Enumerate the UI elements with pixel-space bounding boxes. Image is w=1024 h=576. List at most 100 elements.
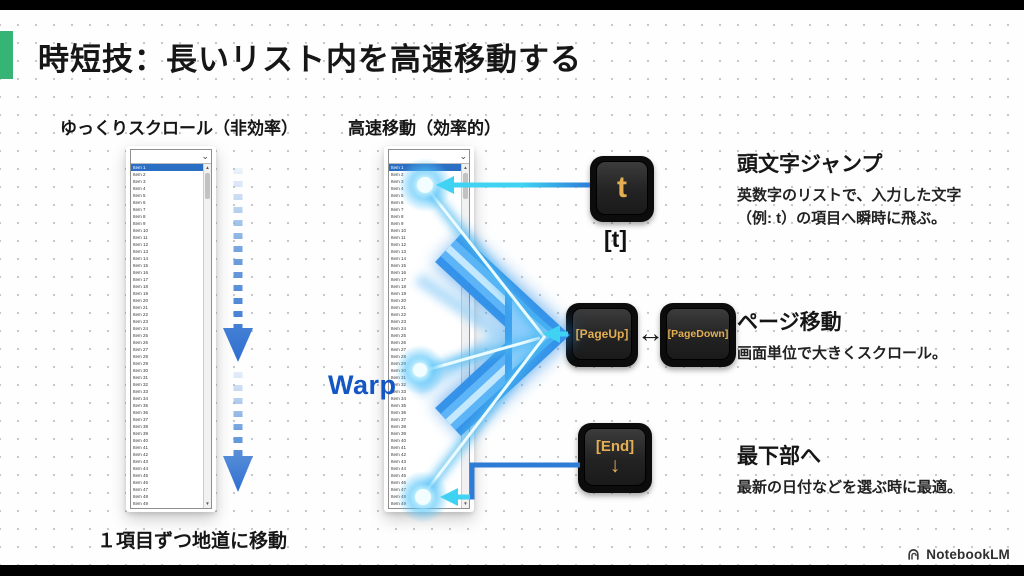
list-item[interactable]: Item 45 <box>133 473 149 478</box>
list-item[interactable]: Item 35 <box>133 403 149 408</box>
list-item[interactable]: Item 12 <box>391 242 407 247</box>
list-item[interactable]: Item 35 <box>391 403 407 408</box>
list-item[interactable]: Item 42 <box>133 452 149 457</box>
list-item[interactable]: Item 49 <box>133 501 149 506</box>
list-item[interactable]: Item 47 <box>391 487 407 492</box>
list-item[interactable]: Item 36 <box>133 410 149 415</box>
list-item[interactable]: Item 31 <box>391 375 407 380</box>
list-item[interactable]: Item 34 <box>391 396 407 401</box>
list-item[interactable]: Item 5 <box>391 193 404 198</box>
list-item[interactable]: Item 32 <box>391 382 407 387</box>
list-item[interactable]: Item 11 <box>391 235 406 240</box>
list-item[interactable]: Item 20 <box>391 298 407 303</box>
list-item[interactable]: Item 41 <box>391 445 407 450</box>
scrollbar-thumb[interactable] <box>205 173 210 199</box>
list-item[interactable]: Item 12 <box>133 242 149 247</box>
list-item[interactable]: Item 7 <box>133 207 146 212</box>
list-item[interactable]: Item 13 <box>391 249 407 254</box>
list-item[interactable]: Item 30 <box>133 368 149 373</box>
list-item[interactable]: Item 4 <box>391 186 404 191</box>
list-item[interactable]: Item 18 <box>133 284 149 289</box>
list-item[interactable]: Item 28 <box>391 354 407 359</box>
list-item[interactable]: Item 46 <box>391 480 407 485</box>
scroll-down-icon[interactable]: ▼ <box>463 501 468 506</box>
list-item[interactable]: Item 46 <box>133 480 149 485</box>
list-item[interactable]: Item 24 <box>391 326 407 331</box>
list-item[interactable]: Item 43 <box>391 459 407 464</box>
list-item[interactable]: Item 28 <box>133 354 149 359</box>
list-item[interactable]: Item 24 <box>133 326 149 331</box>
list-item[interactable]: Item 6 <box>391 200 404 205</box>
list-item[interactable]: Item 36 <box>391 410 407 415</box>
list-item[interactable]: Item 9 <box>391 221 404 226</box>
list-item[interactable]: Item 8 <box>391 214 404 219</box>
list-item[interactable]: Item 11 <box>133 235 148 240</box>
list-item[interactable]: Item 14 <box>391 256 407 261</box>
list-item[interactable]: Item 22 <box>391 312 407 317</box>
list-item[interactable]: Item 41 <box>133 445 149 450</box>
list-item[interactable]: Item 32 <box>133 382 149 387</box>
list-item[interactable]: Item 14 <box>133 256 149 261</box>
list-item[interactable]: Item 40 <box>391 438 407 443</box>
list-item[interactable]: Item 38 <box>391 424 407 429</box>
list-item[interactable]: Item 27 <box>391 347 407 352</box>
listbox-dropdown-bar[interactable]: ⌄ <box>389 150 469 164</box>
list-item[interactable]: Item 37 <box>391 417 407 422</box>
list-item[interactable]: Item 49 <box>391 501 407 506</box>
list-item[interactable]: Item 7 <box>391 207 404 212</box>
list-item[interactable]: Item 30 <box>391 368 407 373</box>
list-item[interactable]: Item 34 <box>133 396 149 401</box>
scroll-down-icon[interactable]: ▼ <box>205 501 210 506</box>
list-item[interactable]: Item 31 <box>133 375 149 380</box>
list-item[interactable]: Item 26 <box>133 340 149 345</box>
list-item[interactable]: Item 33 <box>133 389 149 394</box>
list-item[interactable]: Item 40 <box>133 438 149 443</box>
list-item[interactable]: Item 17 <box>391 277 407 282</box>
list-item[interactable]: Item 47 <box>133 487 149 492</box>
list-item[interactable]: Item 33 <box>391 389 407 394</box>
list-item[interactable]: Item 9 <box>133 221 146 226</box>
list-item[interactable]: Item 20 <box>133 298 149 303</box>
list-item[interactable]: Item 50 <box>389 507 461 508</box>
list-item[interactable]: Item 27 <box>133 347 149 352</box>
list-item[interactable]: Item 22 <box>133 312 149 317</box>
list-item[interactable]: Item 15 <box>133 263 149 268</box>
list-item[interactable]: Item 1 <box>389 164 461 171</box>
list-item[interactable]: Item 37 <box>133 417 149 422</box>
list-item[interactable]: Item 16 <box>391 270 407 275</box>
scroll-up-icon[interactable]: ▲ <box>205 165 210 170</box>
list-item[interactable]: Item 13 <box>133 249 149 254</box>
listbox-dropdown-bar[interactable]: ⌄ <box>131 150 211 164</box>
list-item[interactable]: Item 39 <box>391 431 407 436</box>
list-item[interactable]: Item 5 <box>133 193 146 198</box>
list-item[interactable]: Item 16 <box>133 270 149 275</box>
listbox-scrollbar[interactable]: ▲ ▼ <box>203 164 211 508</box>
list-item[interactable]: Item 3 <box>133 179 146 184</box>
list-item[interactable]: Item 21 <box>133 305 149 310</box>
list-item[interactable]: Item 21 <box>391 305 407 310</box>
list-item[interactable]: Item 25 <box>391 333 407 338</box>
list-item[interactable]: Item 48 <box>133 494 149 499</box>
list-item[interactable]: Item 42 <box>391 452 407 457</box>
list-item[interactable]: Item 19 <box>133 291 149 296</box>
list-item[interactable]: Item 3 <box>391 179 404 184</box>
list-item[interactable]: Item 39 <box>133 431 149 436</box>
list-item[interactable]: Item 44 <box>391 466 407 471</box>
list-item[interactable]: Item 2 <box>391 172 404 177</box>
list-item[interactable]: Item 6 <box>133 200 146 205</box>
list-item[interactable]: Item 29 <box>391 361 407 366</box>
list-item[interactable]: Item 8 <box>133 214 146 219</box>
list-item[interactable]: Item 48 <box>391 494 407 499</box>
list-item[interactable]: Item 10 <box>133 228 149 233</box>
list-item[interactable]: Item 15 <box>391 263 407 268</box>
list-item[interactable]: Item 44 <box>133 466 149 471</box>
list-item[interactable]: Item 17 <box>133 277 149 282</box>
list-item[interactable]: Item 18 <box>391 284 407 289</box>
list-item[interactable]: Item 38 <box>133 424 149 429</box>
list-item[interactable]: Item 29 <box>133 361 149 366</box>
list-item[interactable]: Item 4 <box>133 186 146 191</box>
list-item[interactable]: Item 10 <box>391 228 407 233</box>
listbox-scrollbar[interactable]: ▲ ▼ <box>461 164 469 508</box>
